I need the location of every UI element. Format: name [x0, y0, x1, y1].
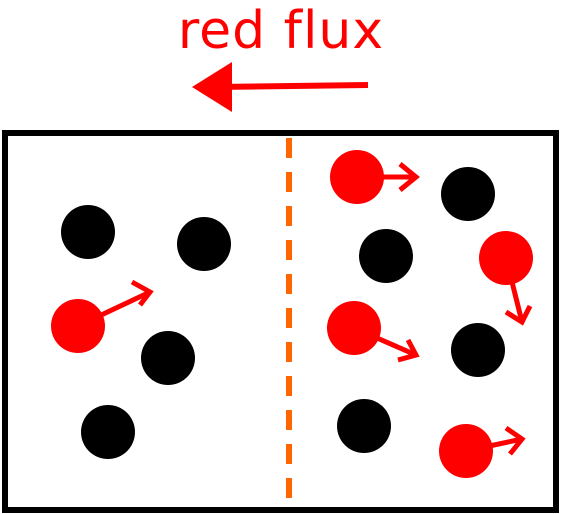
black-particle	[141, 331, 195, 385]
red-particle	[330, 150, 420, 204]
red-particle	[439, 424, 526, 478]
black-particle	[441, 167, 495, 221]
container-box	[2, 130, 559, 513]
diagram-title: red flux	[177, 1, 385, 61]
black-particle	[451, 323, 505, 377]
black-particle	[359, 229, 413, 283]
black-particle	[177, 217, 231, 271]
black-particle	[337, 399, 391, 453]
black-particle	[61, 205, 115, 259]
red-particle	[479, 231, 533, 326]
flux-arrow	[192, 62, 369, 112]
red-particle	[327, 301, 420, 363]
red-particle	[51, 279, 154, 353]
black-particle	[81, 405, 135, 459]
